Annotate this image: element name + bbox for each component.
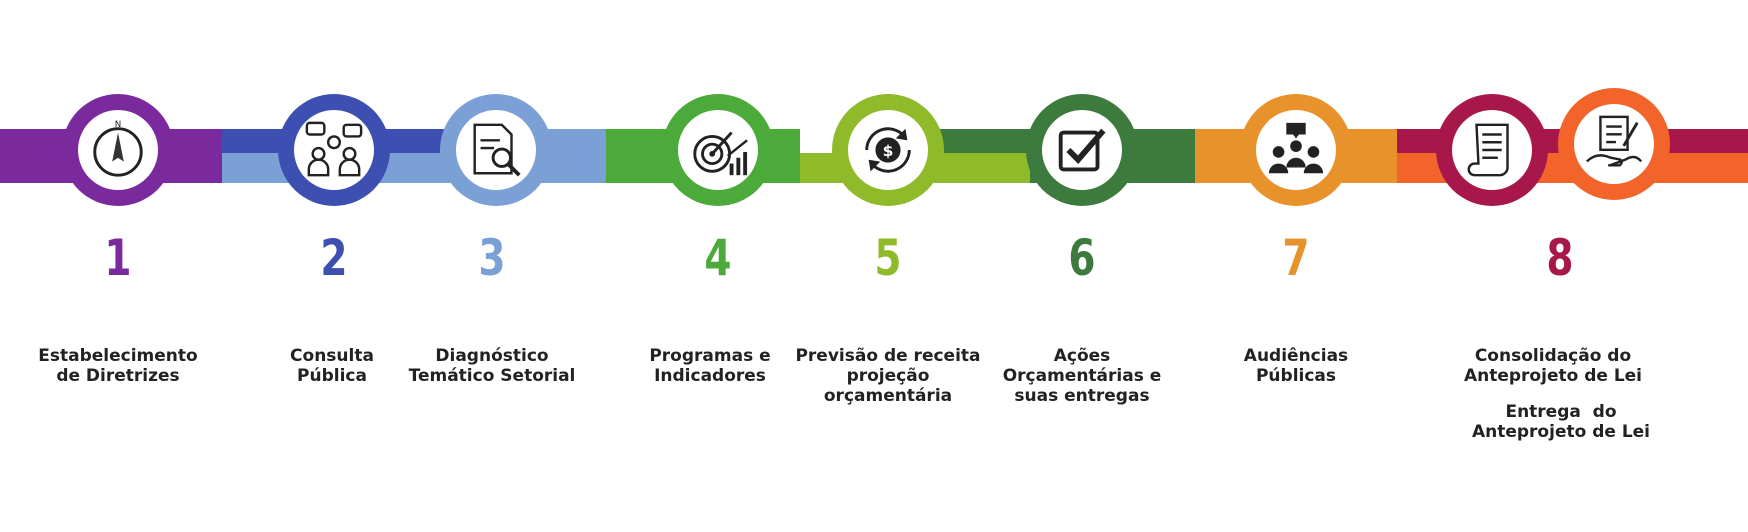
step-4-number: 4 [704, 229, 732, 287]
document-search-icon [473, 123, 521, 177]
timeline-band-5b [940, 129, 1030, 153]
step-5-number: 5 [874, 229, 902, 287]
step-8-label: Consolidação do Anteprojeto de Lei [1463, 346, 1643, 386]
compass-icon: N [93, 120, 143, 177]
scroll-icon [1467, 123, 1509, 177]
step-3-number: 3 [478, 229, 506, 287]
step-6-number: 6 [1068, 229, 1096, 287]
checkbox-icon [1058, 128, 1106, 172]
step-6-circle [1026, 94, 1138, 206]
step-2-circle [278, 94, 390, 206]
step-1-number: 1 [104, 229, 132, 287]
money-cycle-icon: $ [865, 127, 911, 173]
step-3-circle [440, 94, 552, 206]
step-5-label: Previsão de receita projeção orçamentári… [795, 346, 981, 406]
svg-text:N: N [115, 120, 122, 130]
meeting-people-icon [305, 121, 363, 177]
step-4-circle [662, 94, 774, 206]
step-8-number: 8 [1546, 229, 1574, 287]
step-1-label: Estabelecimento de Diretrizes [38, 346, 198, 386]
step-7-circle [1240, 94, 1352, 206]
target-growth-icon [693, 131, 748, 176]
step-1-circle: N [62, 94, 174, 206]
svg-text:$: $ [883, 142, 894, 160]
step-4-label: Programas e Indicadores [649, 346, 771, 386]
step-3-label: Diagnóstico Temático Setorial [408, 346, 576, 386]
step-6-label: Ações Orçamentárias e suas entregas [1002, 346, 1162, 406]
step-2-label: Consulta Pública [290, 346, 374, 386]
step-7-label: Audiências Públicas [1243, 346, 1349, 386]
handover-document-icon [1586, 115, 1643, 167]
step-8-circle-b [1558, 88, 1670, 200]
audience-icon [1268, 122, 1324, 174]
step-2-number: 2 [320, 229, 348, 287]
step-8-label-b: Entrega do Anteprojeto de Lei [1471, 402, 1651, 442]
step-7-number: 7 [1282, 229, 1310, 287]
step-8-circle [1436, 94, 1548, 206]
step-5-circle: $ [832, 94, 944, 206]
